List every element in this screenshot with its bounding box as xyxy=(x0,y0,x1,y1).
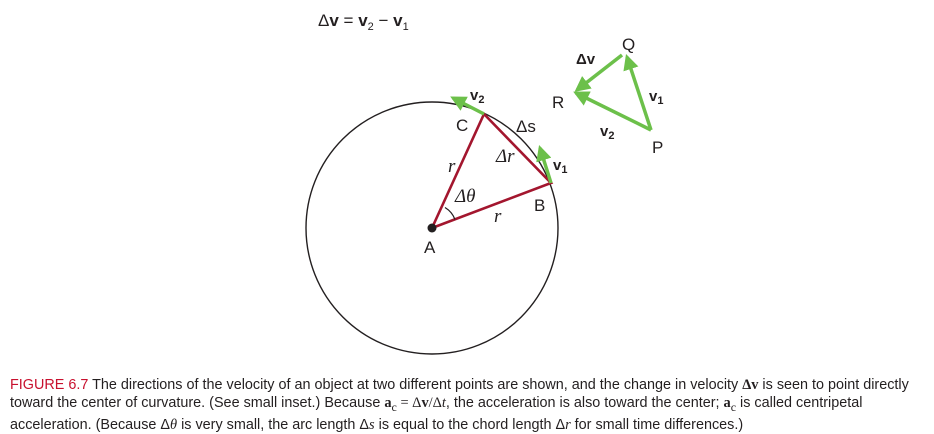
figure-diagram: Δv = v2 − v1 A B C r r Δr Δθ Δs v2 v1 Q … xyxy=(305,11,663,355)
label-inset-v1: v1 xyxy=(649,88,663,107)
caption-text: is called centripetal acceleration. (Bec… xyxy=(10,395,863,433)
caption-text: is very small, the arc length Δ xyxy=(177,416,370,433)
caption-text: The directions of the velocity of an obj… xyxy=(88,377,743,393)
label-c: C xyxy=(456,116,468,135)
caption-theta: θ xyxy=(170,416,178,433)
caption-text: for small time differences.) xyxy=(570,416,744,433)
label-v2-circle: v2 xyxy=(470,87,484,106)
label-r-left: r xyxy=(448,156,456,177)
velocity-v1-arrow xyxy=(536,144,553,184)
caption-ac: a xyxy=(384,395,392,411)
label-inset-v2: v2 xyxy=(600,123,614,142)
caption-text: , the acceleration is also toward the ce… xyxy=(445,395,724,411)
caption-ac: a xyxy=(723,395,731,411)
velocity-v2-arrow xyxy=(450,96,485,116)
figure-label: FIGURE 6.7 xyxy=(10,377,89,393)
label-p: P xyxy=(652,138,663,157)
caption-delta-v: Δv xyxy=(742,377,759,393)
label-b: B xyxy=(534,196,545,215)
triangle-abc xyxy=(429,111,554,231)
delta-theta-arc xyxy=(444,206,456,220)
caption-s: s xyxy=(369,416,375,433)
figure-caption: FIGURE 6.7 The directions of the velocit… xyxy=(10,376,928,434)
caption-ac-sub: c xyxy=(391,399,397,414)
caption-equation-v: v xyxy=(421,395,429,411)
label-delta-s: Δs xyxy=(516,117,536,136)
label-a: A xyxy=(424,238,436,257)
caption-equation-slash: /Δ xyxy=(428,395,442,411)
caption-text: is seen to point directly toward the cen… xyxy=(10,377,909,411)
caption-equation: = Δ xyxy=(396,395,422,411)
caption-text: is equal to the chord length Δ xyxy=(374,416,566,433)
label-r-bottom: r xyxy=(494,206,502,227)
caption-ac-sub: c xyxy=(730,399,737,414)
circular-path xyxy=(305,101,559,355)
label-v1-circle: v1 xyxy=(553,157,567,176)
caption-r: r xyxy=(565,416,571,433)
equation-delta-v: Δv = v2 − v1 xyxy=(318,11,409,33)
inset-v2-arrow xyxy=(573,91,652,132)
inset-v1-arrow xyxy=(623,54,653,131)
center-point-a xyxy=(427,223,437,233)
label-q: Q xyxy=(622,35,635,54)
label-delta-r: Δr xyxy=(495,146,515,167)
inset-delta-v-arrow xyxy=(574,53,624,92)
caption-equation-t: t xyxy=(441,395,446,411)
label-r: R xyxy=(552,93,564,112)
label-inset-delta-v: Δv xyxy=(576,51,596,68)
label-delta-theta: Δθ xyxy=(454,186,475,207)
